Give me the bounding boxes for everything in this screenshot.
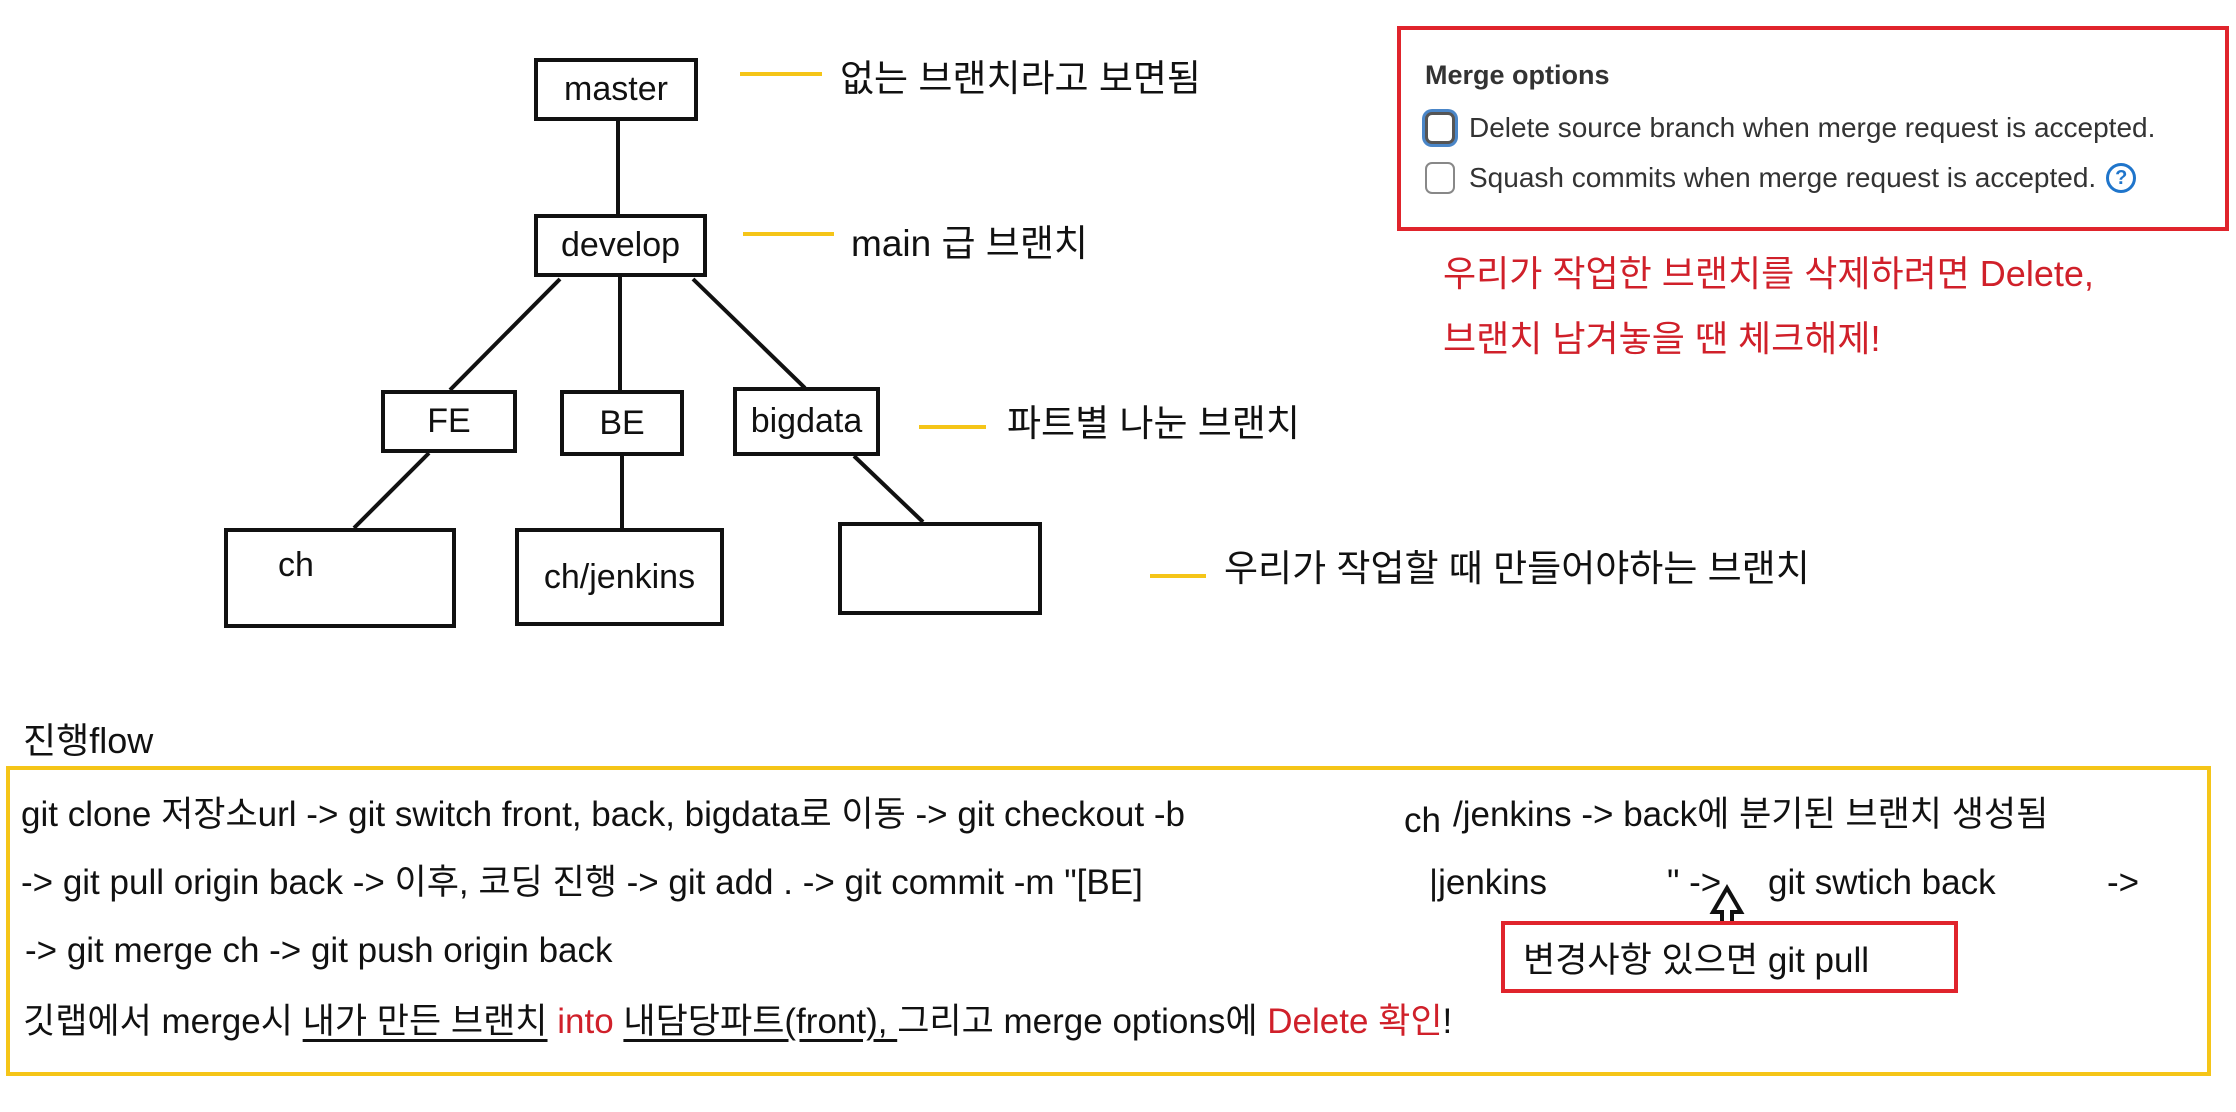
edge-fe-ch [352, 451, 431, 530]
text: 깃랩에서 merge시 [23, 1002, 303, 1041]
note-develop: main 급 브랜치 [851, 223, 1088, 264]
flow-line-2-branch: |jenkins [1429, 863, 1548, 902]
my-part-text: 내담당파트(front), [623, 1002, 898, 1041]
flow-line-1-rest: /jenkins -> back에 분기된 브랜치 생성됨 [1453, 795, 2049, 834]
edge-develop-bigdata [691, 277, 807, 390]
flow-line-1-branch: ch [1404, 801, 1441, 840]
branch-empty [838, 522, 1042, 615]
note-marker [740, 72, 822, 76]
branch-fe: FE [381, 390, 517, 453]
flow-line-2-end: -> [2107, 863, 2140, 902]
branch-ch-jenkins: ch/jenkins [515, 528, 724, 626]
flow-line-2: -> git pull origin back -> 이후, 코딩 진행 -> … [21, 863, 1143, 902]
merge-note-line-1: 우리가 작업한 브랜치를 삭제하려면 Delete, [1443, 253, 2094, 294]
flow-line-4: 깃랩에서 merge시 내가 만든 브랜치 into 내담당파트(front),… [23, 1004, 1452, 1039]
flow-line-3: -> git merge ch -> git push origin back [25, 931, 613, 970]
option-delete-source-branch[interactable]: Delete source branch when merge request … [1425, 112, 2155, 144]
note-part: 파트별 나눈 브랜치 [1007, 403, 1300, 444]
delete-branch-checkbox[interactable] [1425, 112, 1455, 144]
note-marker [743, 232, 834, 236]
merge-note-line-2: 브랜치 남겨놓을 땐 체크해제! [1443, 318, 1881, 359]
squash-commits-checkbox[interactable] [1425, 162, 1455, 194]
branch-master: master [534, 58, 698, 121]
merge-options-title: Merge options [1425, 60, 1610, 90]
flow-line-2-arrow: " -> [1667, 863, 1722, 902]
note-master: 없는 브랜치라고 보면됨 [840, 58, 1201, 99]
flow-line-2-switch: git swtich back [1768, 863, 1996, 902]
note-marker [919, 425, 986, 429]
note-marker [1150, 574, 1206, 578]
branch-ch: ch [224, 528, 456, 628]
edge-bigdata-empty [852, 454, 925, 524]
flow-panel [6, 766, 2211, 1076]
option-label: Delete source branch when merge request … [1469, 112, 2156, 143]
branch-develop: develop [534, 214, 707, 277]
pull-note: 변경사항 있으면 git pull [1501, 921, 1958, 993]
delete-confirm-text: Delete 확인 [1267, 1002, 1443, 1041]
branch-bigdata: bigdata [733, 387, 880, 456]
option-label: Squash commits when merge request is acc… [1469, 162, 2097, 193]
branch-be: BE [560, 390, 684, 456]
into-text: into [547, 1002, 624, 1041]
question-circle-icon[interactable]: ? [2106, 163, 2137, 193]
flow-line-1: git clone 저장소url -> git switch front, ba… [21, 795, 1185, 834]
flow-title: 진행flow [23, 720, 154, 761]
text: ! [1442, 1002, 1453, 1041]
text: 그리고 merge options에 [897, 1002, 1268, 1041]
my-branch-text: 내가 만든 브랜치 [302, 1002, 548, 1041]
option-squash-commits[interactable]: Squash commits when merge request is acc… [1425, 162, 2137, 194]
note-work: 우리가 작업할 때 만들어야하는 브랜치 [1224, 548, 1810, 589]
edge-develop-fe [448, 277, 562, 392]
merge-options-panel: Merge options Delete source branch when … [1397, 26, 2229, 231]
